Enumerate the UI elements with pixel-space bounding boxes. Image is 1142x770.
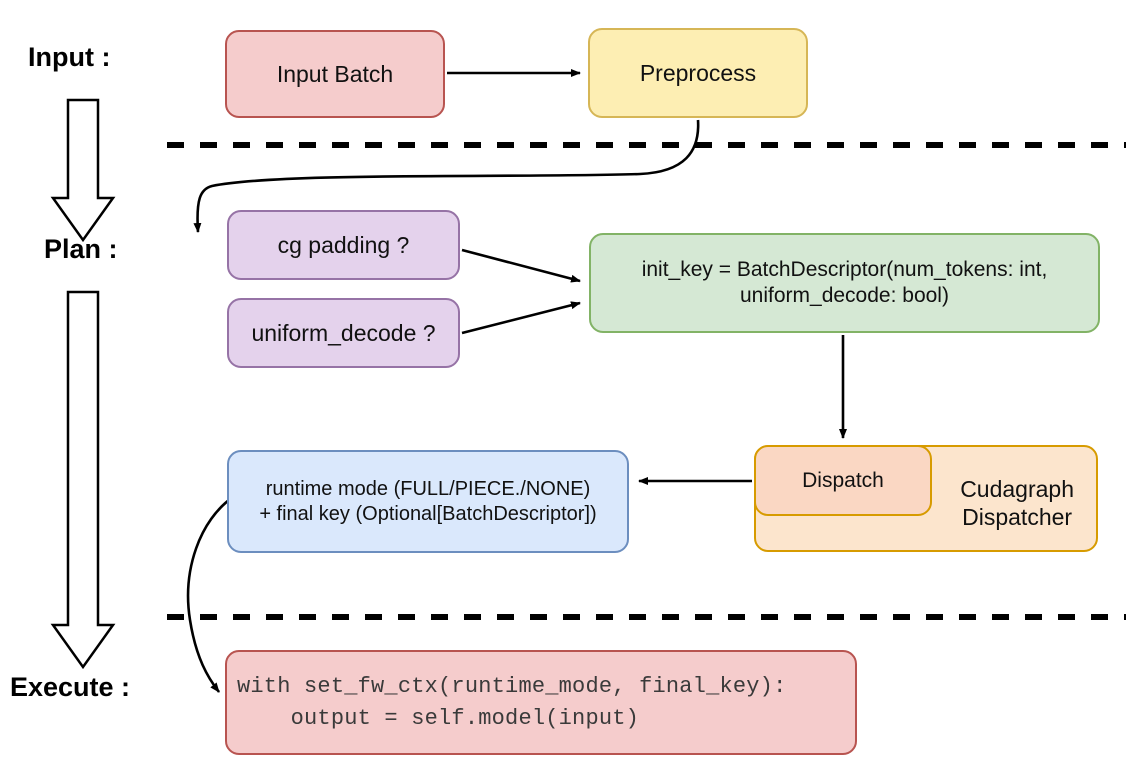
big-arrow-input-to-plan	[50, 98, 116, 243]
edge-cg-padding-to-init-key	[461, 248, 581, 283]
stage-label-input: Input :	[28, 42, 111, 72]
node-execute-code[interactable]: with set_fw_ctx(runtime_mode, final_key)…	[225, 650, 857, 755]
node-uniform-decode[interactable]: uniform_decode ?	[227, 298, 460, 368]
node-input-batch[interactable]: Input Batch	[225, 30, 445, 118]
node-cg-padding[interactable]: cg padding ?	[227, 210, 460, 280]
stage-label-execute: Execute :	[10, 672, 131, 702]
node-dispatch[interactable]: Dispatch	[754, 445, 932, 516]
big-arrow-plan-to-execute	[50, 290, 116, 670]
node-init-key[interactable]: init_key = BatchDescriptor(num_tokens: i…	[589, 233, 1100, 333]
stage-label-plan: Plan :	[44, 234, 118, 264]
node-runtime-mode[interactable]: runtime mode (FULL/PIECE./NONE) + final …	[227, 450, 629, 553]
edge-uniform-decode-to-init-key	[461, 301, 581, 335]
node-preprocess[interactable]: Preprocess	[588, 28, 808, 118]
